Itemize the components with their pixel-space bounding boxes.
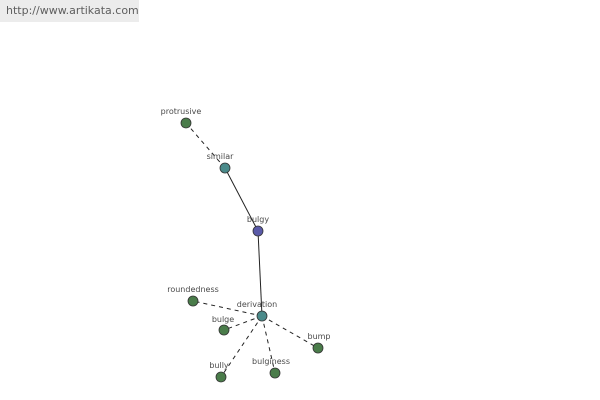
node-protrusive[interactable]: protrusive: [161, 107, 202, 129]
node-label-roundedness: roundedness: [167, 285, 219, 294]
edge-bulgy-derivation: [257, 230, 263, 317]
node-label-bulgy: bulgy: [247, 215, 269, 224]
node-roundedness[interactable]: roundedness: [167, 285, 219, 307]
node-label-protrusive: protrusive: [161, 107, 202, 116]
node-dot-derivation[interactable]: [256, 310, 268, 322]
node-dot-similar[interactable]: [219, 162, 231, 174]
node-bully[interactable]: bully: [209, 361, 229, 383]
node-bump[interactable]: bump: [307, 332, 331, 354]
edge-derivation-bulge: [223, 315, 263, 331]
node-dot-bulginess[interactable]: [269, 367, 281, 379]
node-label-bump: bump: [307, 332, 330, 341]
edge-similar-protrusive: [185, 122, 226, 169]
node-similar[interactable]: similar: [207, 152, 235, 174]
watermark-url: http://www.artikata.com: [0, 0, 139, 22]
node-dot-protrusive[interactable]: [180, 117, 192, 129]
graph-nodes: bulgy similar derivation protrusive roundedn…: [161, 107, 331, 383]
edge-derivation-bump: [261, 315, 319, 349]
node-bulgy[interactable]: bulgy: [247, 215, 269, 237]
edge-bulgy-similar: [224, 167, 259, 232]
edge-derivation-roundedness: [192, 300, 263, 317]
node-dot-roundedness[interactable]: [187, 295, 199, 307]
node-label-similar: similar: [207, 152, 235, 161]
node-dot-bulge[interactable]: [218, 324, 230, 336]
edge-derivation-bulginess: [261, 315, 276, 374]
node-dot-bulgy[interactable]: [252, 225, 264, 237]
node-derivation[interactable]: derivation: [237, 300, 277, 322]
graph-edges: [185, 122, 319, 378]
node-label-bulginess: bulginess: [252, 357, 290, 366]
node-dot-bump[interactable]: [312, 342, 324, 354]
node-dot-bully[interactable]: [215, 371, 227, 383]
node-label-bulge: bulge: [212, 315, 234, 324]
node-label-bully: bully: [209, 361, 229, 370]
node-bulge[interactable]: bulge: [212, 315, 234, 336]
node-bulginess[interactable]: bulginess: [252, 357, 290, 379]
node-label-derivation: derivation: [237, 300, 277, 309]
